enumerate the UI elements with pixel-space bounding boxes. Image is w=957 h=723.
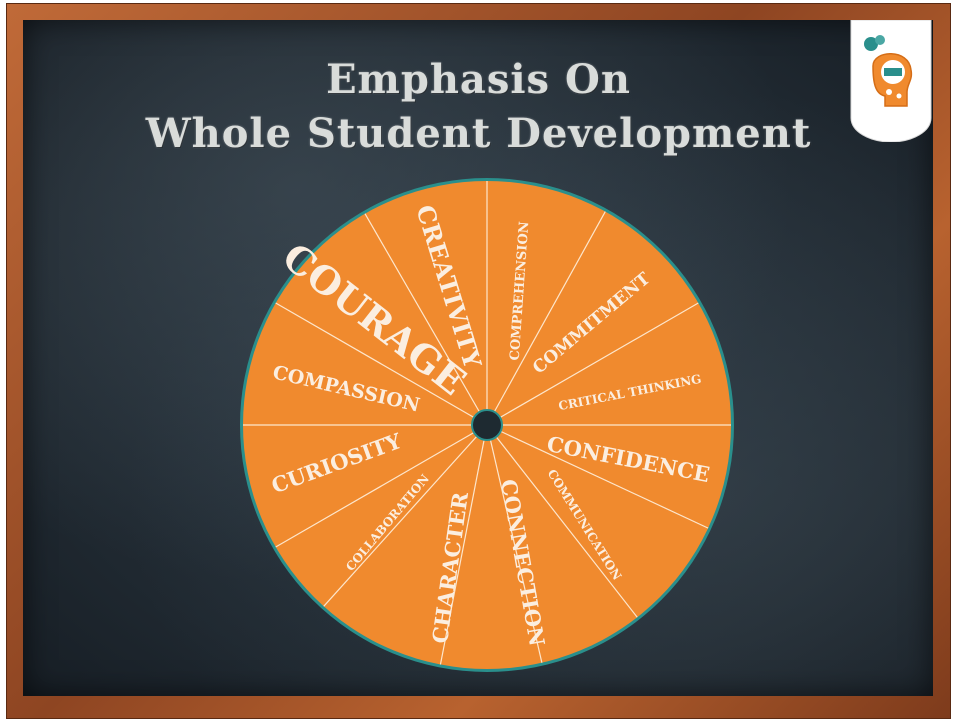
wheel-divider	[486, 424, 543, 663]
wheel-divider	[275, 302, 488, 426]
wheel-divider	[486, 424, 638, 618]
wheel-divider	[275, 424, 488, 548]
wheel-divider	[323, 424, 488, 607]
wheel-hub	[471, 409, 503, 441]
title-line-2: Whole Student Development	[145, 110, 812, 157]
title-line-1: Emphasis On	[326, 56, 631, 103]
wheel-divider	[486, 211, 606, 426]
wheel-divider	[439, 424, 488, 665]
wheel-divider	[364, 213, 488, 426]
wheel-divider	[486, 424, 709, 529]
wheel-divider	[486, 302, 699, 426]
brain-head-logo-icon	[850, 20, 932, 142]
